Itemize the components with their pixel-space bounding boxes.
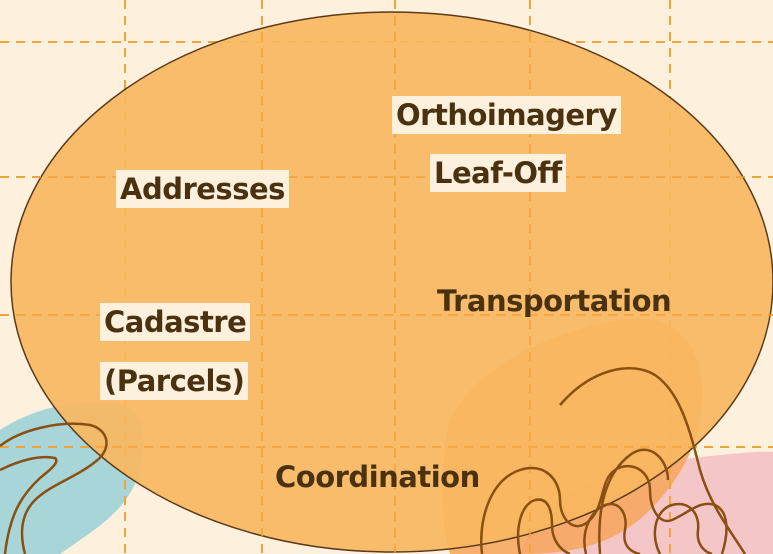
label-cadastre-line2: (Parcels): [100, 362, 248, 400]
label-cadastre-line1: Cadastre: [100, 303, 250, 341]
label-coordination: Coordination: [275, 458, 480, 496]
label-orthoimagery-line1: Orthoimagery: [392, 96, 621, 134]
label-orthoimagery-line2: Leaf-Off: [430, 154, 566, 192]
label-addresses: Addresses: [116, 170, 289, 208]
label-transportation: Transportation: [437, 282, 671, 320]
